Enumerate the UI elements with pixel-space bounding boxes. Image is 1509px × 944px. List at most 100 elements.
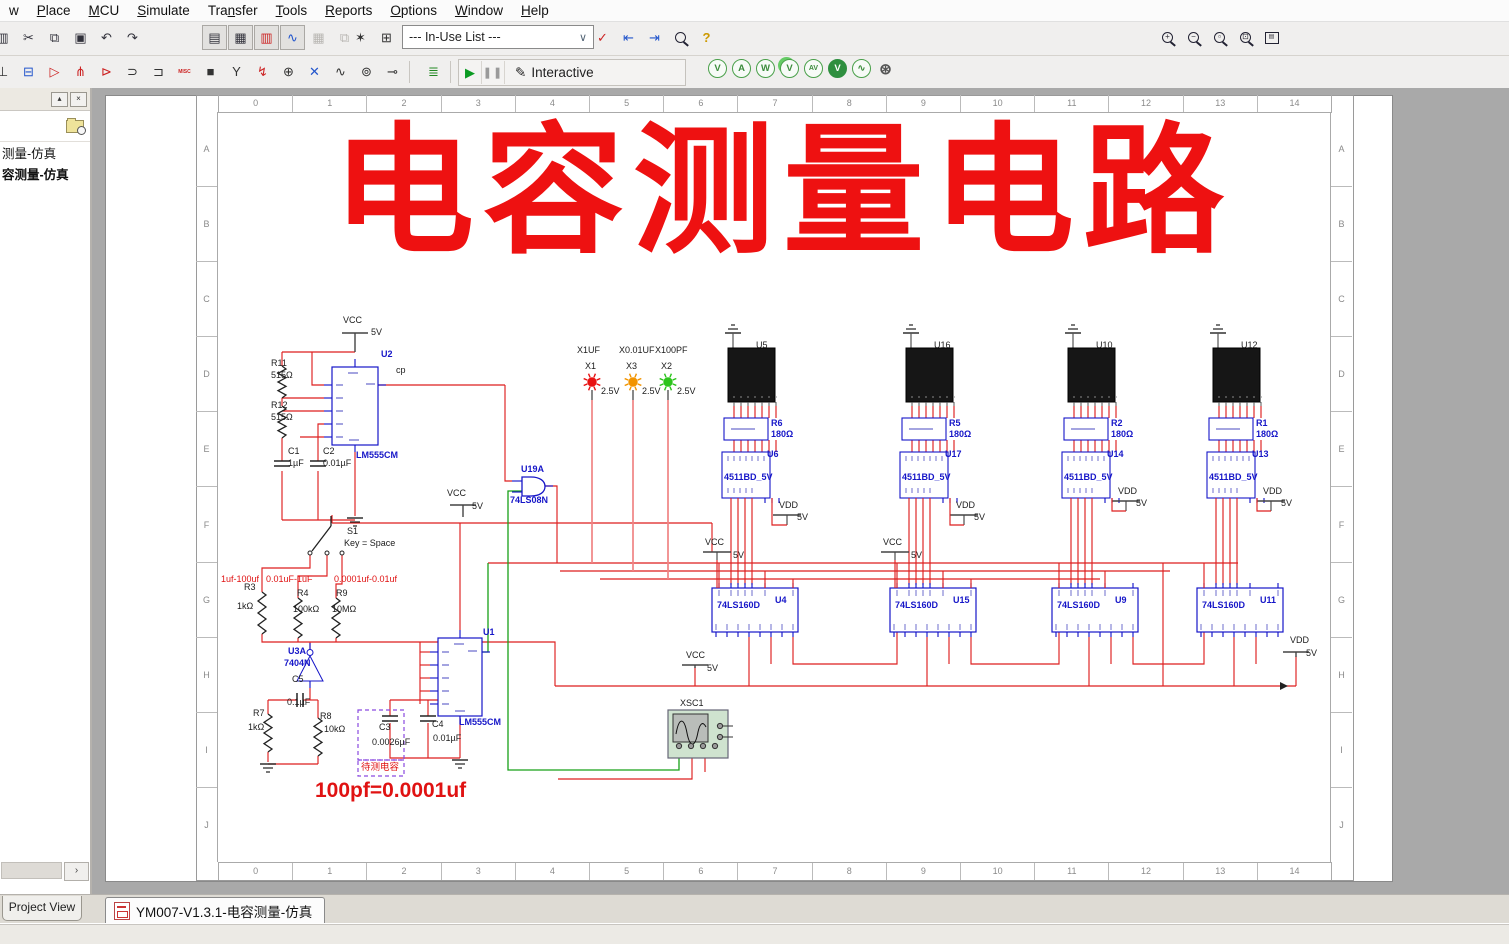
paste-button[interactable]: ▣ (74, 29, 87, 45)
schematic-label[interactable]: R5 (949, 418, 961, 428)
probe-voltage-reference-button[interactable]: V (780, 59, 799, 78)
schematic-label[interactable]: U10 (1096, 340, 1113, 350)
erc-check-button[interactable]: ✓ (597, 29, 608, 45)
schematic-label[interactable]: 74LS160D (1057, 600, 1101, 610)
place-basic-button[interactable]: ⊟ (23, 63, 34, 79)
schematic-label[interactable]: 待测电容 (361, 762, 400, 773)
schematic-label[interactable]: R2 (1111, 418, 1123, 428)
recent-folder-icon[interactable] (66, 117, 86, 135)
schematic-label[interactable]: 100kΩ (293, 604, 320, 614)
schematic-label[interactable]: U4 (775, 595, 787, 605)
menu-item[interactable]: Help (520, 3, 549, 18)
schematic-label[interactable]: VCC (686, 650, 706, 660)
schematic-label[interactable]: LM555CM (356, 450, 399, 460)
place-ttl-button[interactable]: ⊃ (127, 63, 138, 79)
menu-item[interactable]: Window (454, 3, 503, 18)
schematic-label[interactable]: X100PF (655, 345, 688, 355)
schematic-label[interactable]: X2 (661, 361, 673, 371)
schematic-label[interactable]: 515Ω (271, 370, 293, 380)
menu-item[interactable]: Simulate (137, 3, 190, 18)
schematic-label[interactable]: U17 (945, 449, 962, 459)
schematic-label[interactable]: 180Ω (771, 429, 794, 439)
undo-button[interactable]: ↶ (101, 29, 112, 45)
schematic-label[interactable]: VDD (1118, 486, 1138, 496)
schematic-label[interactable]: 0.01µF (433, 733, 462, 743)
schematic-label[interactable]: 7404N (284, 658, 311, 668)
schematic-label[interactable]: 5V (371, 327, 383, 337)
schematic-label[interactable]: C2 (323, 446, 335, 456)
schematic-label[interactable]: U1 (483, 627, 495, 637)
schematic-label[interactable]: R6 (771, 418, 783, 428)
schematic-label[interactable]: VDD (956, 500, 976, 510)
schematic-label[interactable]: U12 (1241, 340, 1258, 350)
place-power-button[interactable]: ↯ (257, 63, 268, 79)
schematic-label[interactable]: R3 (244, 582, 256, 592)
sidebar-hscrollbar[interactable]: › (0, 861, 90, 881)
schematic-label[interactable]: R11 (271, 358, 287, 368)
schematic-label[interactable]: 180Ω (1111, 429, 1134, 439)
schematic-label[interactable]: 74LS160D (895, 600, 939, 610)
spreadsheet-view-toggle[interactable]: ▦ (228, 25, 253, 50)
probe-differential-voltage-button[interactable]: V (828, 59, 847, 78)
schematic-label[interactable]: 5V (733, 550, 745, 560)
schematic-label[interactable]: 2.5V (642, 386, 661, 396)
schematic-label[interactable]: 4511BD_5V (1064, 472, 1113, 482)
schematic-label[interactable]: 2.5V (677, 386, 696, 396)
interactive-analysis-button[interactable]: ✎ Interactive (515, 64, 594, 81)
project-tree-item[interactable]: 测量-仿真 (2, 147, 57, 161)
schematic-label[interactable]: C5 (292, 674, 304, 684)
place-advanced-peripherals-button[interactable]: ✕ (309, 63, 320, 79)
hierarchy-button[interactable]: ⧉ (339, 29, 350, 45)
schematic-label[interactable]: VDD (779, 500, 799, 510)
postprocessor-button[interactable]: ▦ (312, 29, 325, 45)
probe-voltage-current-button[interactable]: AV (804, 59, 823, 78)
schematic-label[interactable]: C3 (379, 722, 391, 732)
schematic-label[interactable]: 5V (974, 512, 986, 522)
help-button[interactable]: ? (702, 30, 711, 45)
schematic-label[interactable]: 1kΩ (248, 722, 265, 732)
schematic-label[interactable]: 4511BD_5V (724, 472, 773, 482)
place-mixed-button[interactable]: ■ (206, 64, 215, 79)
schematic-label[interactable]: cp (396, 365, 406, 375)
schematic-label[interactable]: 0.1µF (287, 697, 311, 707)
schematic-label[interactable]: LM555CM (459, 717, 502, 727)
tab-project-view[interactable]: Project View (2, 896, 82, 921)
print-preview-button[interactable]: ▥ (0, 29, 9, 45)
schematic-label[interactable]: Key = Space (344, 538, 396, 548)
schematic-label[interactable]: 0.01uF-1uF (266, 574, 313, 584)
spice-netlist-viewer-toggle[interactable]: ▥ (254, 25, 279, 50)
schematic-label[interactable]: 515Ω (271, 412, 293, 422)
in-use-list-dropdown[interactable]: --- In-Use List --- ∨ (402, 25, 594, 49)
schematic-label[interactable]: VCC (705, 537, 725, 547)
schematic-label[interactable]: U16 (934, 340, 951, 350)
scroll-right-button[interactable]: › (64, 862, 89, 881)
toolbar-separator[interactable] (409, 60, 417, 83)
back-annotate-button[interactable]: ⇤ (623, 29, 634, 45)
toolbar-separator[interactable] (450, 60, 458, 83)
zoom-area-button[interactable]: ▫ (1207, 25, 1232, 50)
probe-voltage-button[interactable]: V (708, 59, 727, 78)
place-electromechanical-button[interactable]: ⊚ (361, 63, 372, 79)
schematic-label[interactable]: R1 (1256, 418, 1268, 428)
menu-item[interactable]: Place (36, 3, 71, 18)
probe-power-button[interactable]: W (756, 59, 775, 78)
component-wizard-button[interactable]: ✶ (355, 29, 366, 45)
run-simulation-button[interactable]: ▶ (459, 61, 482, 84)
schematic-label[interactable]: 180Ω (949, 429, 972, 439)
schematic-label[interactable]: U19A (521, 464, 545, 474)
place-connector-button[interactable]: ⊸ (387, 63, 398, 79)
schematic-label[interactable]: 5V (472, 501, 484, 511)
schematic-label[interactable]: U14 (1107, 449, 1124, 459)
menu-item[interactable]: w (9, 3, 19, 18)
schematic-label[interactable]: X1 (585, 361, 597, 371)
place-misc-digital-button[interactable]: MISC (178, 68, 191, 75)
schematic-label[interactable]: U2 (381, 349, 393, 359)
copy-button[interactable]: ⧉ (49, 29, 60, 45)
schematic-label[interactable]: X0.01UF (619, 345, 655, 355)
schematic-label[interactable]: X3 (626, 361, 638, 371)
zoom-out-button[interactable]: − (1181, 25, 1206, 50)
place-misc-component-button[interactable]: ⊕ (283, 63, 294, 79)
scrollbar-track[interactable] (1, 862, 62, 879)
schematic-label[interactable]: R4 (297, 588, 309, 598)
schematic-label[interactable]: VDD (1263, 486, 1283, 496)
